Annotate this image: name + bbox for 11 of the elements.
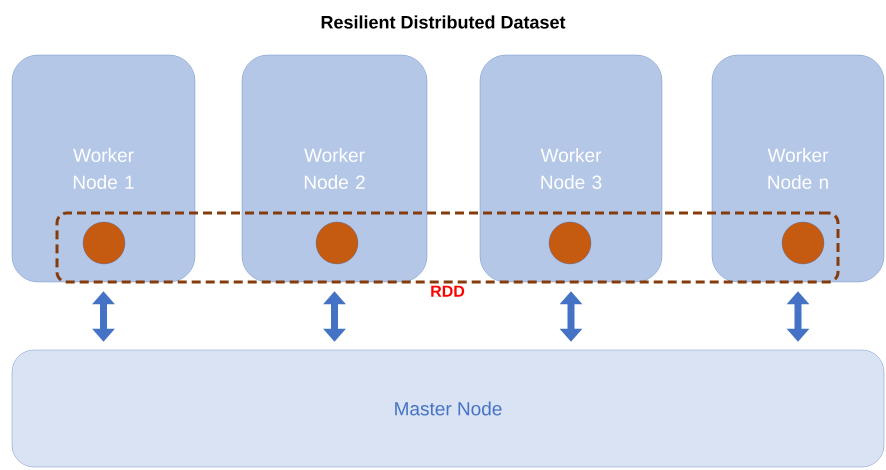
worker-box: Worker Node 3 [480,54,662,282]
worker-box: Worker Node n [712,54,884,282]
master-box: Master Node [12,350,884,468]
data-dot [782,222,824,264]
worker-box: Worker Node 1 [12,54,196,282]
worker-box: Worker Node 2 [242,54,428,282]
data-dot [316,222,358,264]
node-label: RDD [431,286,464,297]
diagram-title: Resilient Distributed Dataset [322,15,566,29]
data-dot [82,222,126,264]
data-dot [548,222,592,264]
